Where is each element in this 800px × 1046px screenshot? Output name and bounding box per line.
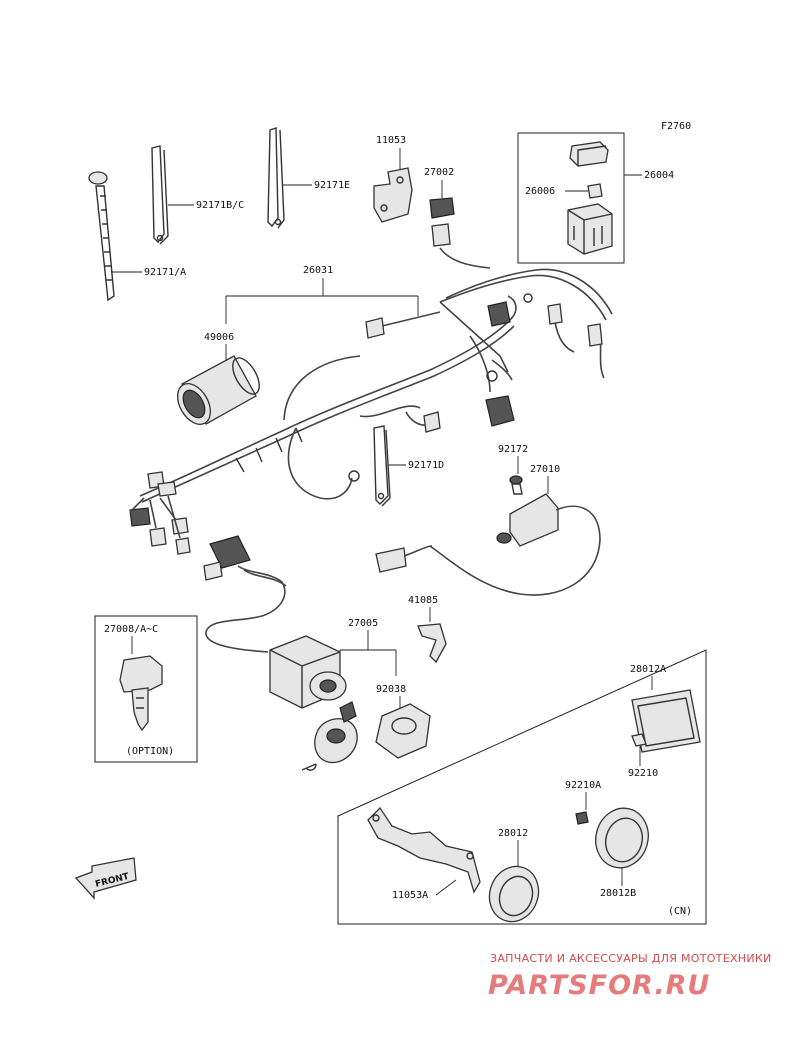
- nut-92210a-part: [575, 811, 589, 825]
- part-label-28012: 28012: [498, 828, 528, 839]
- front-arrow-icon: FRONT: [74, 857, 137, 900]
- relay-cap-part: [569, 141, 609, 167]
- main-wiring-harness: [129, 247, 613, 653]
- clamp-92171e-part: [267, 127, 285, 229]
- reflector-28012-part: [488, 865, 540, 923]
- relay-fuse-part: [587, 183, 603, 199]
- part-label-92171d: 92171D: [408, 460, 444, 471]
- ignition-switch-27005-part: [269, 635, 358, 771]
- cable-tie-92171a-part: [88, 171, 115, 302]
- watermark-logo: PARTSFOR.RU: [488, 970, 710, 1001]
- part-label-49006: 49006: [204, 332, 234, 343]
- part-label-92171e: 92171E: [314, 180, 350, 191]
- clip-41085-part: [417, 623, 447, 664]
- part-label-26004: 26004: [644, 170, 674, 181]
- bracket-11053-part: [373, 167, 413, 223]
- part-label-26031: 26031: [303, 265, 333, 276]
- part-label-26006: 26006: [525, 186, 555, 197]
- clamp-92171d-part: [373, 425, 391, 507]
- part-label-11053a: 11053A: [392, 890, 428, 901]
- option-label: (OPTION): [126, 746, 174, 757]
- part-label-92172: 92172: [498, 444, 528, 455]
- part-label-27008: 27008/A~C: [104, 624, 158, 635]
- part-label-27010: 27010: [530, 464, 560, 475]
- part-label-28012a: 28012A: [630, 664, 666, 675]
- part-label-28012b: 28012B: [600, 888, 636, 899]
- nut-92210-part: [631, 733, 647, 747]
- part-label-92038: 92038: [376, 684, 406, 695]
- part-label-92171bc: 92171B/C: [196, 200, 244, 211]
- reflector-28012b-part: [595, 807, 649, 869]
- cn-group-frame: [337, 649, 707, 925]
- part-label-27005: 27005: [348, 618, 378, 629]
- part-label-41085: 41085: [408, 595, 438, 606]
- cover-92038-part: [375, 703, 431, 759]
- clamp-92171bc-part: [151, 145, 169, 245]
- relay-box-frame: [517, 132, 625, 264]
- part-label-11053: 11053: [376, 135, 406, 146]
- screw-92172-part: [509, 475, 523, 495]
- part-label-92210a: 92210A: [565, 780, 601, 791]
- cn-label: (CN): [668, 906, 692, 917]
- watermark-tagline: ЗАПЧАСТИ И АКСЕССУАРЫ ДЛЯ МОТОТЕХНИКИ: [490, 952, 772, 965]
- part-label-27002: 27002: [424, 167, 454, 178]
- cap-49006-part: [176, 355, 260, 425]
- key-27008-part: [119, 655, 163, 732]
- figure-code: F2760: [661, 121, 691, 132]
- connector-27002-part: [429, 197, 455, 247]
- relay-unit-part: [567, 203, 613, 255]
- key-option-frame: [94, 615, 198, 763]
- part-label-92171a: 92171/A: [144, 267, 186, 278]
- reflector-bracket-11053a-part: [367, 806, 481, 894]
- switch-27010-part: [375, 493, 601, 596]
- part-label-92210: 92210: [628, 768, 658, 779]
